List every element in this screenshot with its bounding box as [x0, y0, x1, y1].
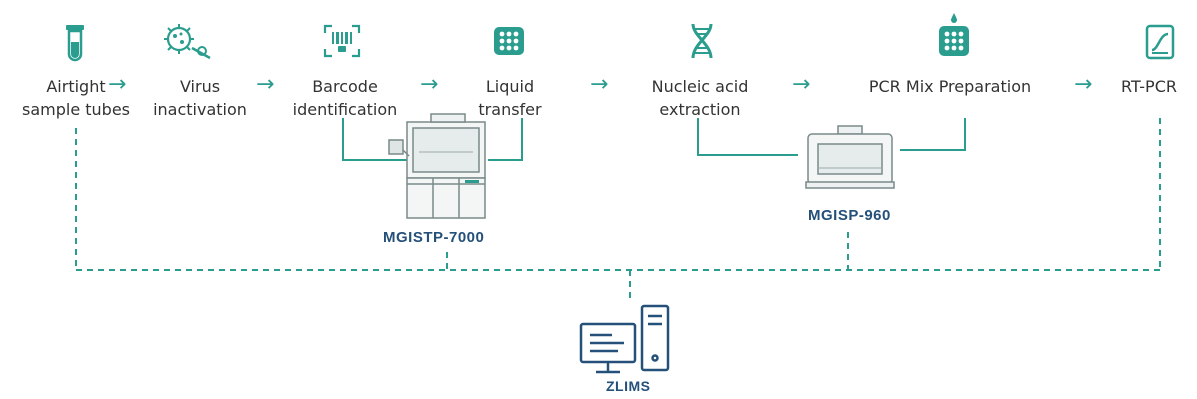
mgistp-7000-label: MGISTP-7000 — [383, 229, 485, 246]
dna-icon — [691, 23, 713, 59]
zlims-label: ZLIMS — [606, 378, 651, 394]
flow-arrow-4: → — [590, 72, 609, 97]
barcode-scan-icon — [323, 24, 361, 58]
step-airtight-sample-tubes: Airtight sample tubes — [21, 77, 130, 119]
flow-arrow-1: → — [108, 72, 127, 97]
flow-arrow-2: → — [256, 72, 275, 97]
virus-icon — [164, 24, 211, 60]
flow-arrow-5: → — [792, 72, 811, 97]
step-rt-pcr: RT-PCR — [1121, 77, 1177, 96]
well-plate-drop-icon — [939, 13, 969, 56]
step-virus-inactivation: Virus inactivation — [153, 77, 247, 119]
flow-arrow-6: → — [1074, 72, 1093, 97]
well-plate-icon — [494, 27, 524, 55]
computer-server-icon — [579, 304, 670, 374]
step-barcode-identification: Barcode identification — [292, 77, 398, 119]
flow-arrow-3: → — [420, 72, 439, 97]
amplification-curve-icon — [1145, 24, 1175, 60]
step-pcr-mix-preparation: PCR Mix Preparation — [868, 77, 1032, 96]
step-liquid-transfer: Liquid transfer — [478, 77, 542, 119]
mgisp-960-label: MGISP-960 — [808, 207, 891, 224]
test-tube-icon — [66, 25, 84, 62]
mgistp-7000-instrument-image — [388, 113, 486, 219]
mgisp-960-instrument-image — [805, 125, 895, 189]
step-nucleic-acid-extraction: Nucleic acid extraction — [651, 77, 749, 119]
